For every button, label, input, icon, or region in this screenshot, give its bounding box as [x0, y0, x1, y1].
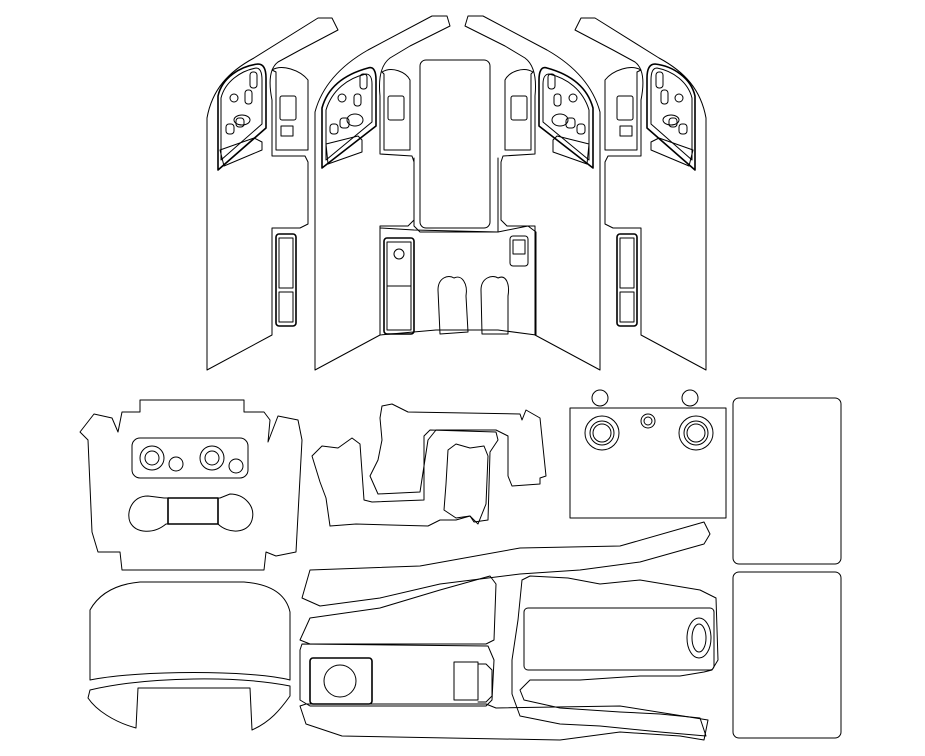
door-panel-rear-left	[314, 15, 451, 371]
door-pocket-front-left	[275, 233, 297, 327]
lock-switch-icon	[568, 93, 578, 103]
lock-switch-icon	[674, 93, 684, 103]
strip-with-oval	[511, 575, 719, 737]
bin-cutout-left	[309, 657, 373, 705]
door-panel-rear-right	[464, 15, 601, 371]
armrest-lid	[87, 581, 291, 731]
speaker-left-icon	[584, 415, 620, 451]
console-bin	[299, 643, 709, 741]
speaker-panel-outline	[569, 407, 727, 519]
knob-right-icon	[199, 445, 225, 471]
console-knob-panel	[79, 399, 303, 571]
window-switch-icon	[359, 73, 368, 90]
door-panel-front-left	[206, 17, 339, 371]
lock-switch-icon	[229, 93, 239, 103]
center-screen-cutout	[419, 59, 491, 229]
panel-rect-upper	[732, 397, 842, 565]
center-panel	[379, 59, 537, 336]
long-trim-strips	[299, 521, 711, 645]
window-switch-icon	[547, 73, 556, 90]
window-switch-icon	[249, 71, 258, 89]
panel-rect-lower	[732, 571, 842, 739]
cupholder-right	[480, 276, 509, 335]
cupholder-left	[437, 276, 469, 335]
oval-cutout	[686, 617, 712, 659]
door-pocket-rear-left	[383, 237, 415, 335]
lock-switch-icon	[337, 93, 347, 103]
door-panel-front-right	[574, 17, 707, 371]
knob-left-icon	[139, 445, 165, 471]
switch-bezel-front-left	[217, 63, 267, 171]
speaker-panel	[569, 389, 727, 519]
jagged-trim-pieces	[311, 403, 547, 527]
window-switch-icon	[655, 71, 664, 89]
speaker-right-icon	[678, 415, 714, 451]
